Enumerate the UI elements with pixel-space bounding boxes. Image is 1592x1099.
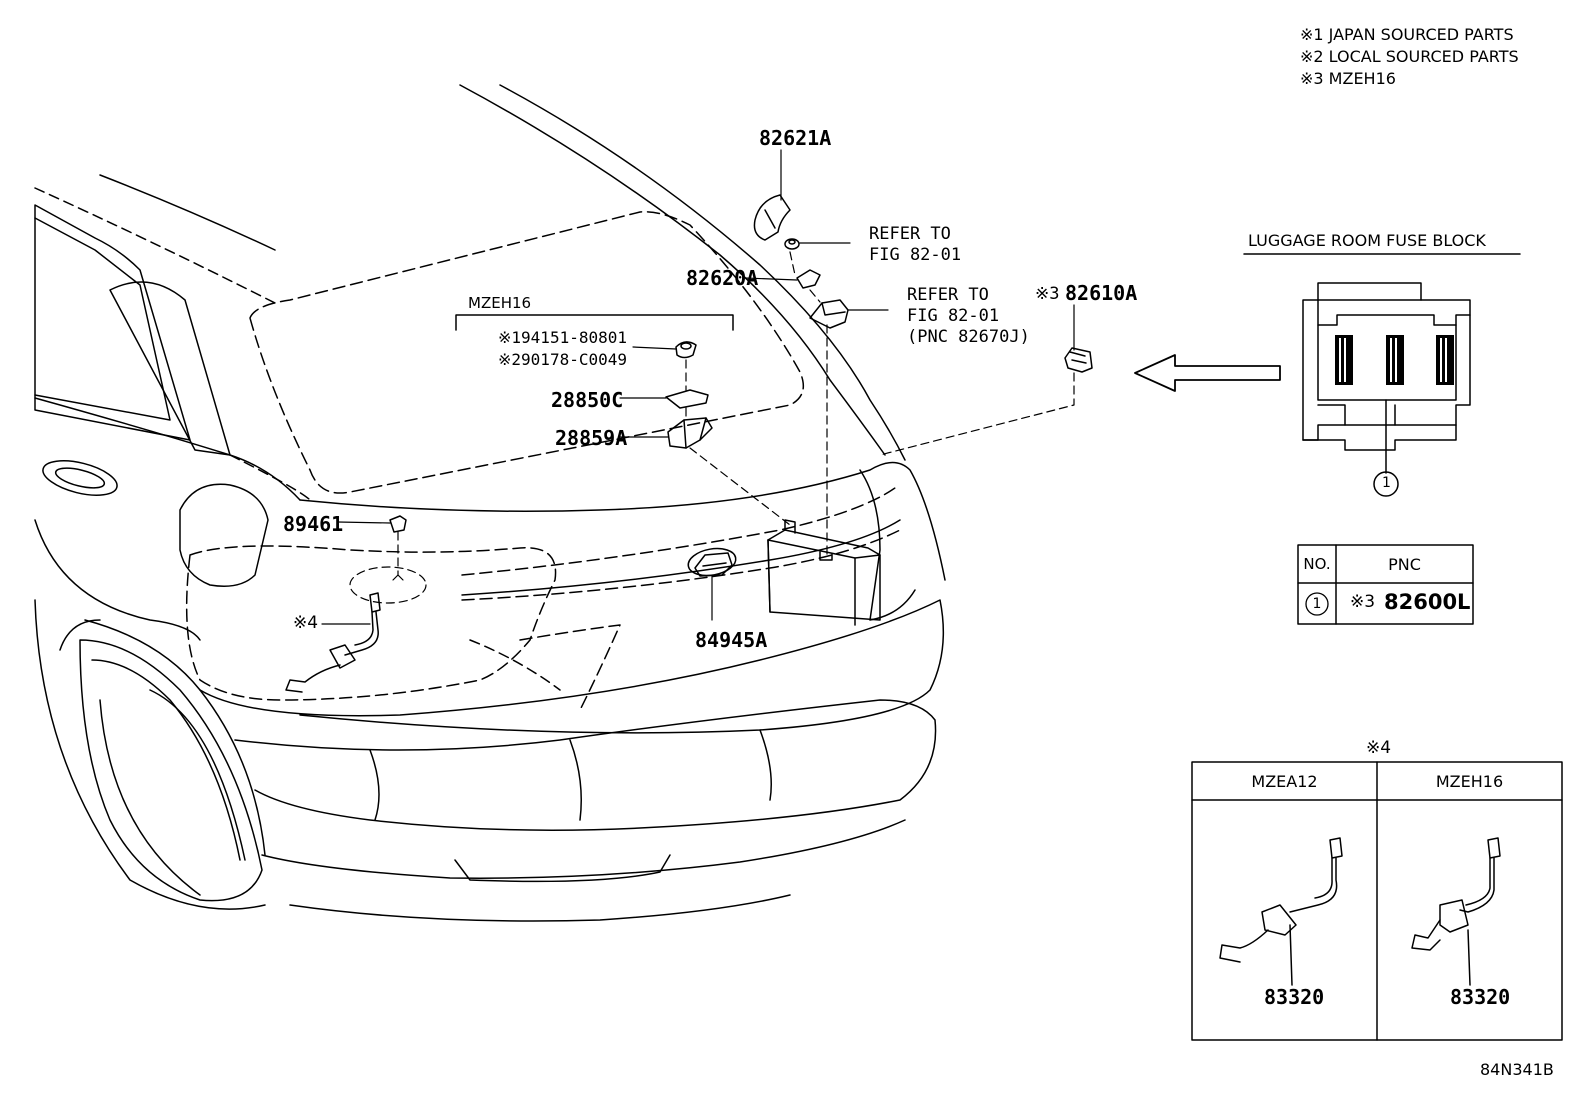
- part-refer-relay: [809, 299, 849, 329]
- callout-mark-3: ※3: [1035, 284, 1060, 304]
- callout-mark-4: ※4: [293, 613, 319, 633]
- variant-part-1: 83320: [1264, 985, 1325, 1009]
- part-83320-harness: [285, 592, 381, 693]
- callout-90178: ※290178-C0049: [498, 350, 627, 369]
- pnc-row-no: 1: [1312, 596, 1322, 612]
- note-2: ※2 LOCAL SOURCED PARTS: [1300, 47, 1519, 66]
- variant-box-grid: [1191, 761, 1563, 1041]
- direction-arrow: [1134, 354, 1281, 392]
- car-body-outline: [34, 84, 946, 922]
- part-84945a-switch: [687, 547, 737, 577]
- variant-col-mzeh16: MZEH16: [1435, 771, 1504, 791]
- fuse-slots: [1335, 335, 1454, 385]
- refer-2-line1: REFER TO: [907, 285, 989, 305]
- part-82610a-connector: [1064, 347, 1093, 373]
- part-89461-sensor: [389, 515, 407, 533]
- callout-82620a: 82620A: [686, 266, 759, 290]
- variant-mzea12-harness: [1219, 837, 1343, 986]
- part-nut-refer: [784, 238, 800, 250]
- callout-84945a: 84945A: [695, 628, 768, 652]
- refer-1-line1: REFER TO: [869, 224, 951, 244]
- fuse-callout-number: 1: [1382, 475, 1391, 491]
- callout-mzeh16-group: MZEH16: [468, 294, 532, 312]
- callout-82621a: 82621A: [759, 126, 832, 150]
- callout-82610a: 82610A: [1065, 281, 1138, 305]
- note-1: ※1 JAPAN SOURCED PARTS: [1300, 25, 1514, 44]
- mzeh16-group-bracket: [455, 314, 734, 331]
- leader-lines: [321, 149, 1075, 625]
- variant-part-2: 83320: [1450, 985, 1511, 1009]
- sourced-notes: ※1 JAPAN SOURCED PARTS ※2 LOCAL SOURCED …: [1300, 24, 1519, 90]
- pnc-row-mark: ※3: [1350, 592, 1376, 612]
- sensor-mount-area: [349, 566, 427, 604]
- variant-box-title: ※4: [1366, 738, 1392, 758]
- callout-89461: 89461: [283, 512, 344, 536]
- figure-code: 84N341B: [1480, 1060, 1554, 1079]
- sensor-mount-tick: [392, 574, 404, 581]
- callout-28850c: 28850C: [551, 388, 624, 412]
- refer-2-line3: (PNC 82670J): [907, 327, 1030, 347]
- part-82621a-bracket: [753, 194, 791, 241]
- callout-28859a: 28859A: [555, 426, 628, 450]
- fuse-block-drawing: [1243, 253, 1521, 474]
- callout-94151: ※194151-80801: [498, 328, 627, 347]
- pnc-row-circle: [1305, 592, 1329, 616]
- dashed-connectors: [397, 251, 1075, 576]
- part-28859a-bracket: [667, 417, 713, 449]
- refer-1-line2: FIG 82-01: [869, 245, 962, 265]
- battery-box: [767, 519, 881, 626]
- fuse-callout-circle: [1373, 471, 1399, 497]
- pnc-table-grid: [1297, 544, 1474, 625]
- variant-col-mzea12: MZEA12: [1251, 771, 1318, 791]
- pnc-header-pnc: PNC: [1388, 554, 1421, 574]
- part-28850c-plate: [665, 389, 709, 409]
- note-3: ※3 MZEH16: [1300, 69, 1396, 88]
- fuse-block-title: LUGGAGE ROOM FUSE BLOCK: [1248, 231, 1486, 250]
- variant-mzeh16-harness: [1411, 837, 1501, 986]
- part-94151-nut: [675, 341, 697, 359]
- pnc-row-value: 82600L: [1384, 590, 1471, 614]
- pnc-header-no: NO.: [1303, 555, 1331, 573]
- refer-2-line2: FIG 82-01: [907, 306, 1000, 326]
- part-82620a-clip: [796, 269, 821, 289]
